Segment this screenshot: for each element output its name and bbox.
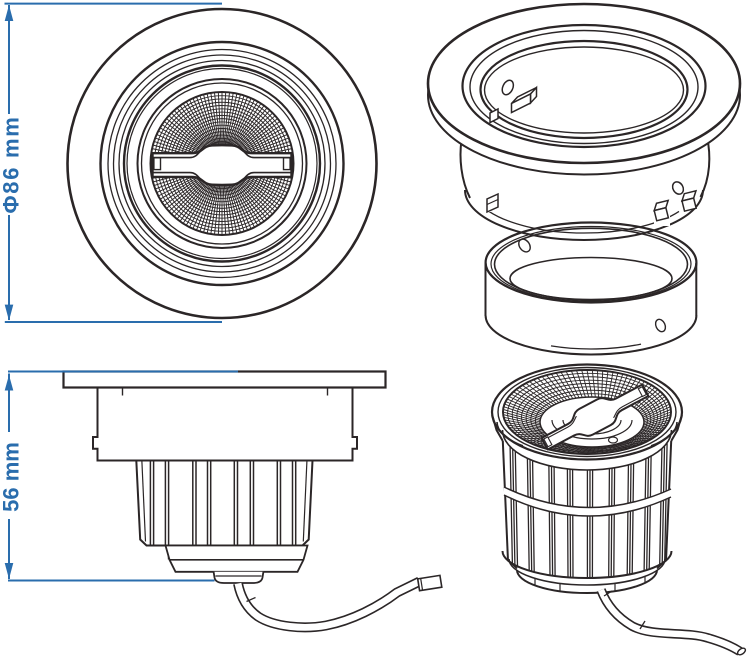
svg-text:Φ86 mm: Φ86 mm <box>0 116 23 214</box>
svg-text:56 mm: 56 mm <box>0 442 23 512</box>
